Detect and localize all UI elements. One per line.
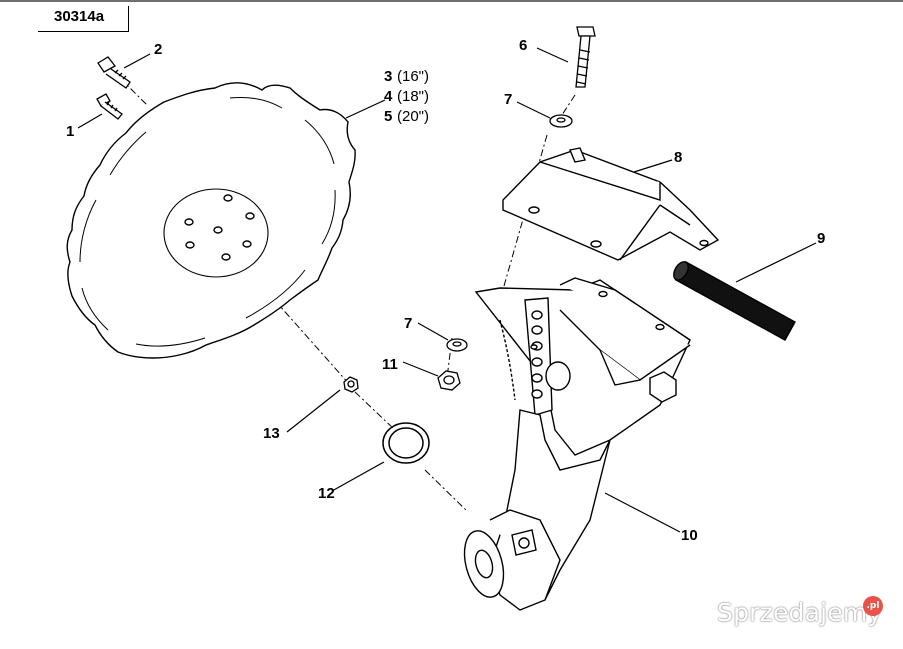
- bracket-plate-8: [502, 147, 720, 261]
- leader-lines: [77, 47, 817, 533]
- bolt-6-shape: [575, 26, 596, 88]
- callout-13: 13: [263, 425, 280, 442]
- watermark-badge: .pl: [863, 596, 883, 616]
- size-labels: (16") (18") (20"): [397, 68, 429, 125]
- bolt-1-shape: [96, 93, 123, 120]
- bar-9: [673, 261, 796, 341]
- nut-13: [343, 376, 359, 393]
- drawing-ref-box: [38, 6, 129, 32]
- washer-7-lower: [446, 338, 468, 352]
- callout-8: 8: [674, 149, 682, 166]
- washer-7-top: [549, 114, 573, 128]
- size-16: (16"): [397, 68, 429, 85]
- notched-disc: [66, 82, 356, 359]
- watermark-text: Sprzedajemy: [717, 598, 883, 627]
- bolt-2-shape: [97, 56, 131, 89]
- ring-12: [382, 422, 430, 464]
- callout-12: 12: [318, 485, 335, 502]
- callout-labels: 1 2 3 4 5 6 7 8 9 10 11 12 13 7: [66, 37, 825, 544]
- callout-6: 6: [519, 37, 527, 54]
- callout-1: 1: [66, 123, 74, 140]
- callout-7-mid: 7: [404, 315, 412, 332]
- drawing-ref-label: 30314a: [54, 8, 105, 25]
- callout-9: 9: [817, 230, 825, 247]
- size-20: (20"): [397, 108, 429, 125]
- callout-10: 10: [681, 527, 698, 544]
- arm-assembly-10: [463, 277, 691, 611]
- callout-3: 3: [384, 68, 392, 85]
- size-18: (18"): [397, 88, 429, 105]
- callout-11: 11: [382, 356, 398, 373]
- nut-11: [437, 370, 461, 391]
- callout-7-top: 7: [504, 91, 512, 108]
- callout-5: 5: [384, 108, 392, 125]
- callout-4: 4: [384, 88, 393, 105]
- callout-2: 2: [154, 41, 162, 58]
- top-border-line: [0, 0, 903, 2]
